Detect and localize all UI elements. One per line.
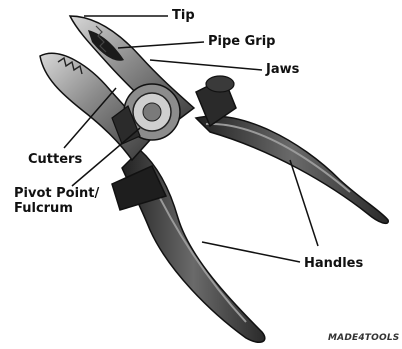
left-handle [112, 150, 265, 342]
leader-pipe-grip [118, 42, 204, 48]
watermark-logo: MADE4TOOLS [328, 333, 399, 343]
label-cutters: Cutters [28, 153, 82, 167]
label-handles: Handles [304, 257, 363, 271]
label-pivot-line2: Fulcrum [14, 202, 73, 216]
right-handle [196, 76, 388, 223]
label-jaws: Jaws [266, 63, 299, 77]
leader-jaws [150, 60, 262, 70]
leader-handles [202, 242, 300, 262]
label-pivot-line1: Pivot Point/ [14, 187, 99, 201]
label-pipe-grip: Pipe Grip [208, 35, 275, 49]
pivot-joint [112, 84, 180, 144]
label-tip: Tip [172, 9, 195, 23]
